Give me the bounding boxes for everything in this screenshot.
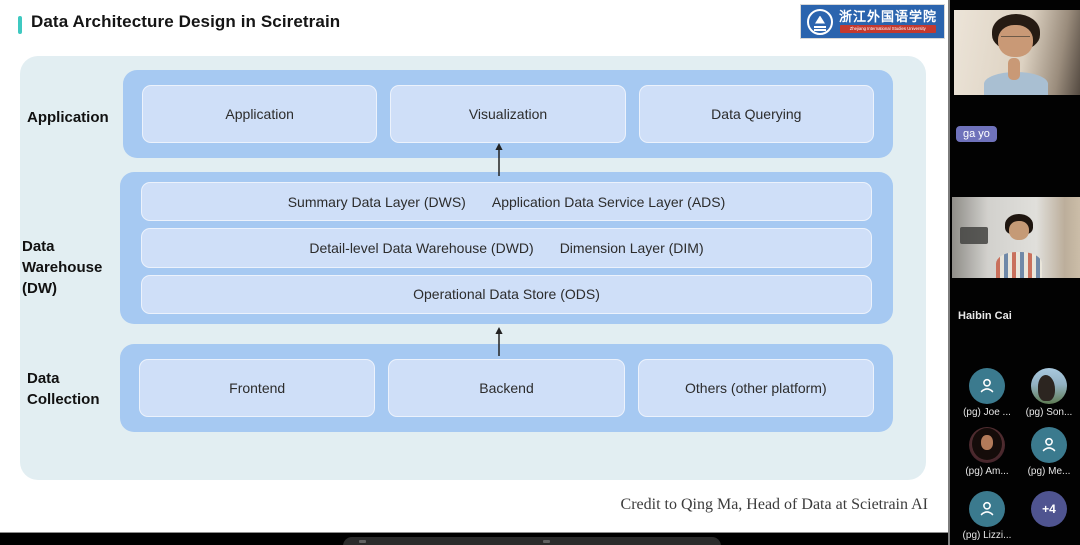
person-icon [1042,437,1056,452]
layer-label-data-warehouse: Data Warehouse (DW) [22,238,103,297]
person-icon [980,501,994,516]
participant-name: (pg) Joe ... [963,407,1011,418]
toolbar-icon [543,540,550,543]
box-ads-label: Application Data Service Layer (ADS) [491,193,726,210]
participant-name: (pg) Lizzi... [962,530,1012,541]
toolbar-icon [359,540,366,543]
university-emblem-icon [807,8,833,35]
box-data-querying: Data Querying [638,85,874,143]
arrow-up-icon [493,142,505,181]
layer-label-application: Application [27,109,109,126]
participant-tile[interactable]: (pg) Me... [1019,427,1079,477]
application-lane: Application Visualization Data Querying [123,70,893,158]
participant-tile[interactable]: (pg) Joe ... [957,368,1017,418]
data-warehouse-lane: Summary Data Layer (DWS) Application Dat… [120,172,893,324]
box-others: Others (other platform) [637,359,874,417]
box-visualization: Visualization [390,85,626,143]
meeting-toolbar[interactable] [343,537,721,545]
box-dwd-label: Detail-level Data Warehouse (DWD) [309,239,534,256]
box-dws-ads: Summary Data Layer (DWS) Application Dat… [141,182,872,222]
video-1-name-badge: ga yo [956,126,997,142]
video-2-name-label: Haibin Cai [958,310,1012,322]
person-icon [980,378,994,393]
box-application: Application [142,85,378,143]
box-dwd-dim: Detail-level Data Warehouse (DWD) Dimens… [141,228,872,268]
box-backend: Backend [388,359,625,417]
box-dim-label: Dimension Layer (DIM) [559,239,704,256]
video-tile-1[interactable] [954,10,1080,95]
university-name-cn: 浙江外国语学院 [839,9,938,24]
participant-overflow-tile[interactable]: +4 [1019,491,1079,527]
box-dws-label: Summary Data Layer (DWS) [287,193,466,210]
shared-screen: Data Architecture Design in Sciretrain 浙… [0,0,948,545]
participant-name: (pg) Me... [1027,466,1071,477]
arrow-up-icon [493,326,505,361]
avatar [1031,427,1067,463]
architecture-diagram: Application Data Warehouse (DW) Data Col… [20,56,926,480]
university-name-strip: Zhejiang International Studies Universit… [840,25,936,33]
slide-title: Data Architecture Design in Sciretrain [31,12,341,31]
title-accent-bar [18,16,22,34]
overflow-count-badge: +4 [1031,491,1067,527]
university-name-en: Zhejiang International Studies Universit… [849,26,927,32]
university-logo: 浙江外国语学院 Zhejiang International Studies U… [800,4,945,39]
box-frontend: Frontend [139,359,376,417]
participant-name: (pg) Son... [1025,407,1073,418]
credit-line: Credit to Qing Ma, Head of Data at Sciet… [620,496,928,513]
participant-tile[interactable]: (pg) Son... [1019,368,1079,418]
avatar [969,368,1005,404]
participant-tile[interactable]: (pg) Lizzi... [957,491,1017,541]
participants-sidebar: ga yo Haibin Cai (pg) Joe ... (pg) Son..… [948,0,1080,545]
participant-name: (pg) Am... [965,466,1009,477]
bottom-bar [0,532,948,545]
video-tile-2[interactable] [952,197,1080,278]
data-collection-lane: Frontend Backend Others (other platform) [120,344,893,432]
avatar-photo [969,427,1005,463]
avatar-photo [1031,368,1067,404]
avatar [969,491,1005,527]
participant-tile[interactable]: (pg) Am... [957,427,1017,477]
box-ods: Operational Data Store (ODS) [141,274,872,314]
layer-label-data-collection: Data Collection [27,370,100,408]
